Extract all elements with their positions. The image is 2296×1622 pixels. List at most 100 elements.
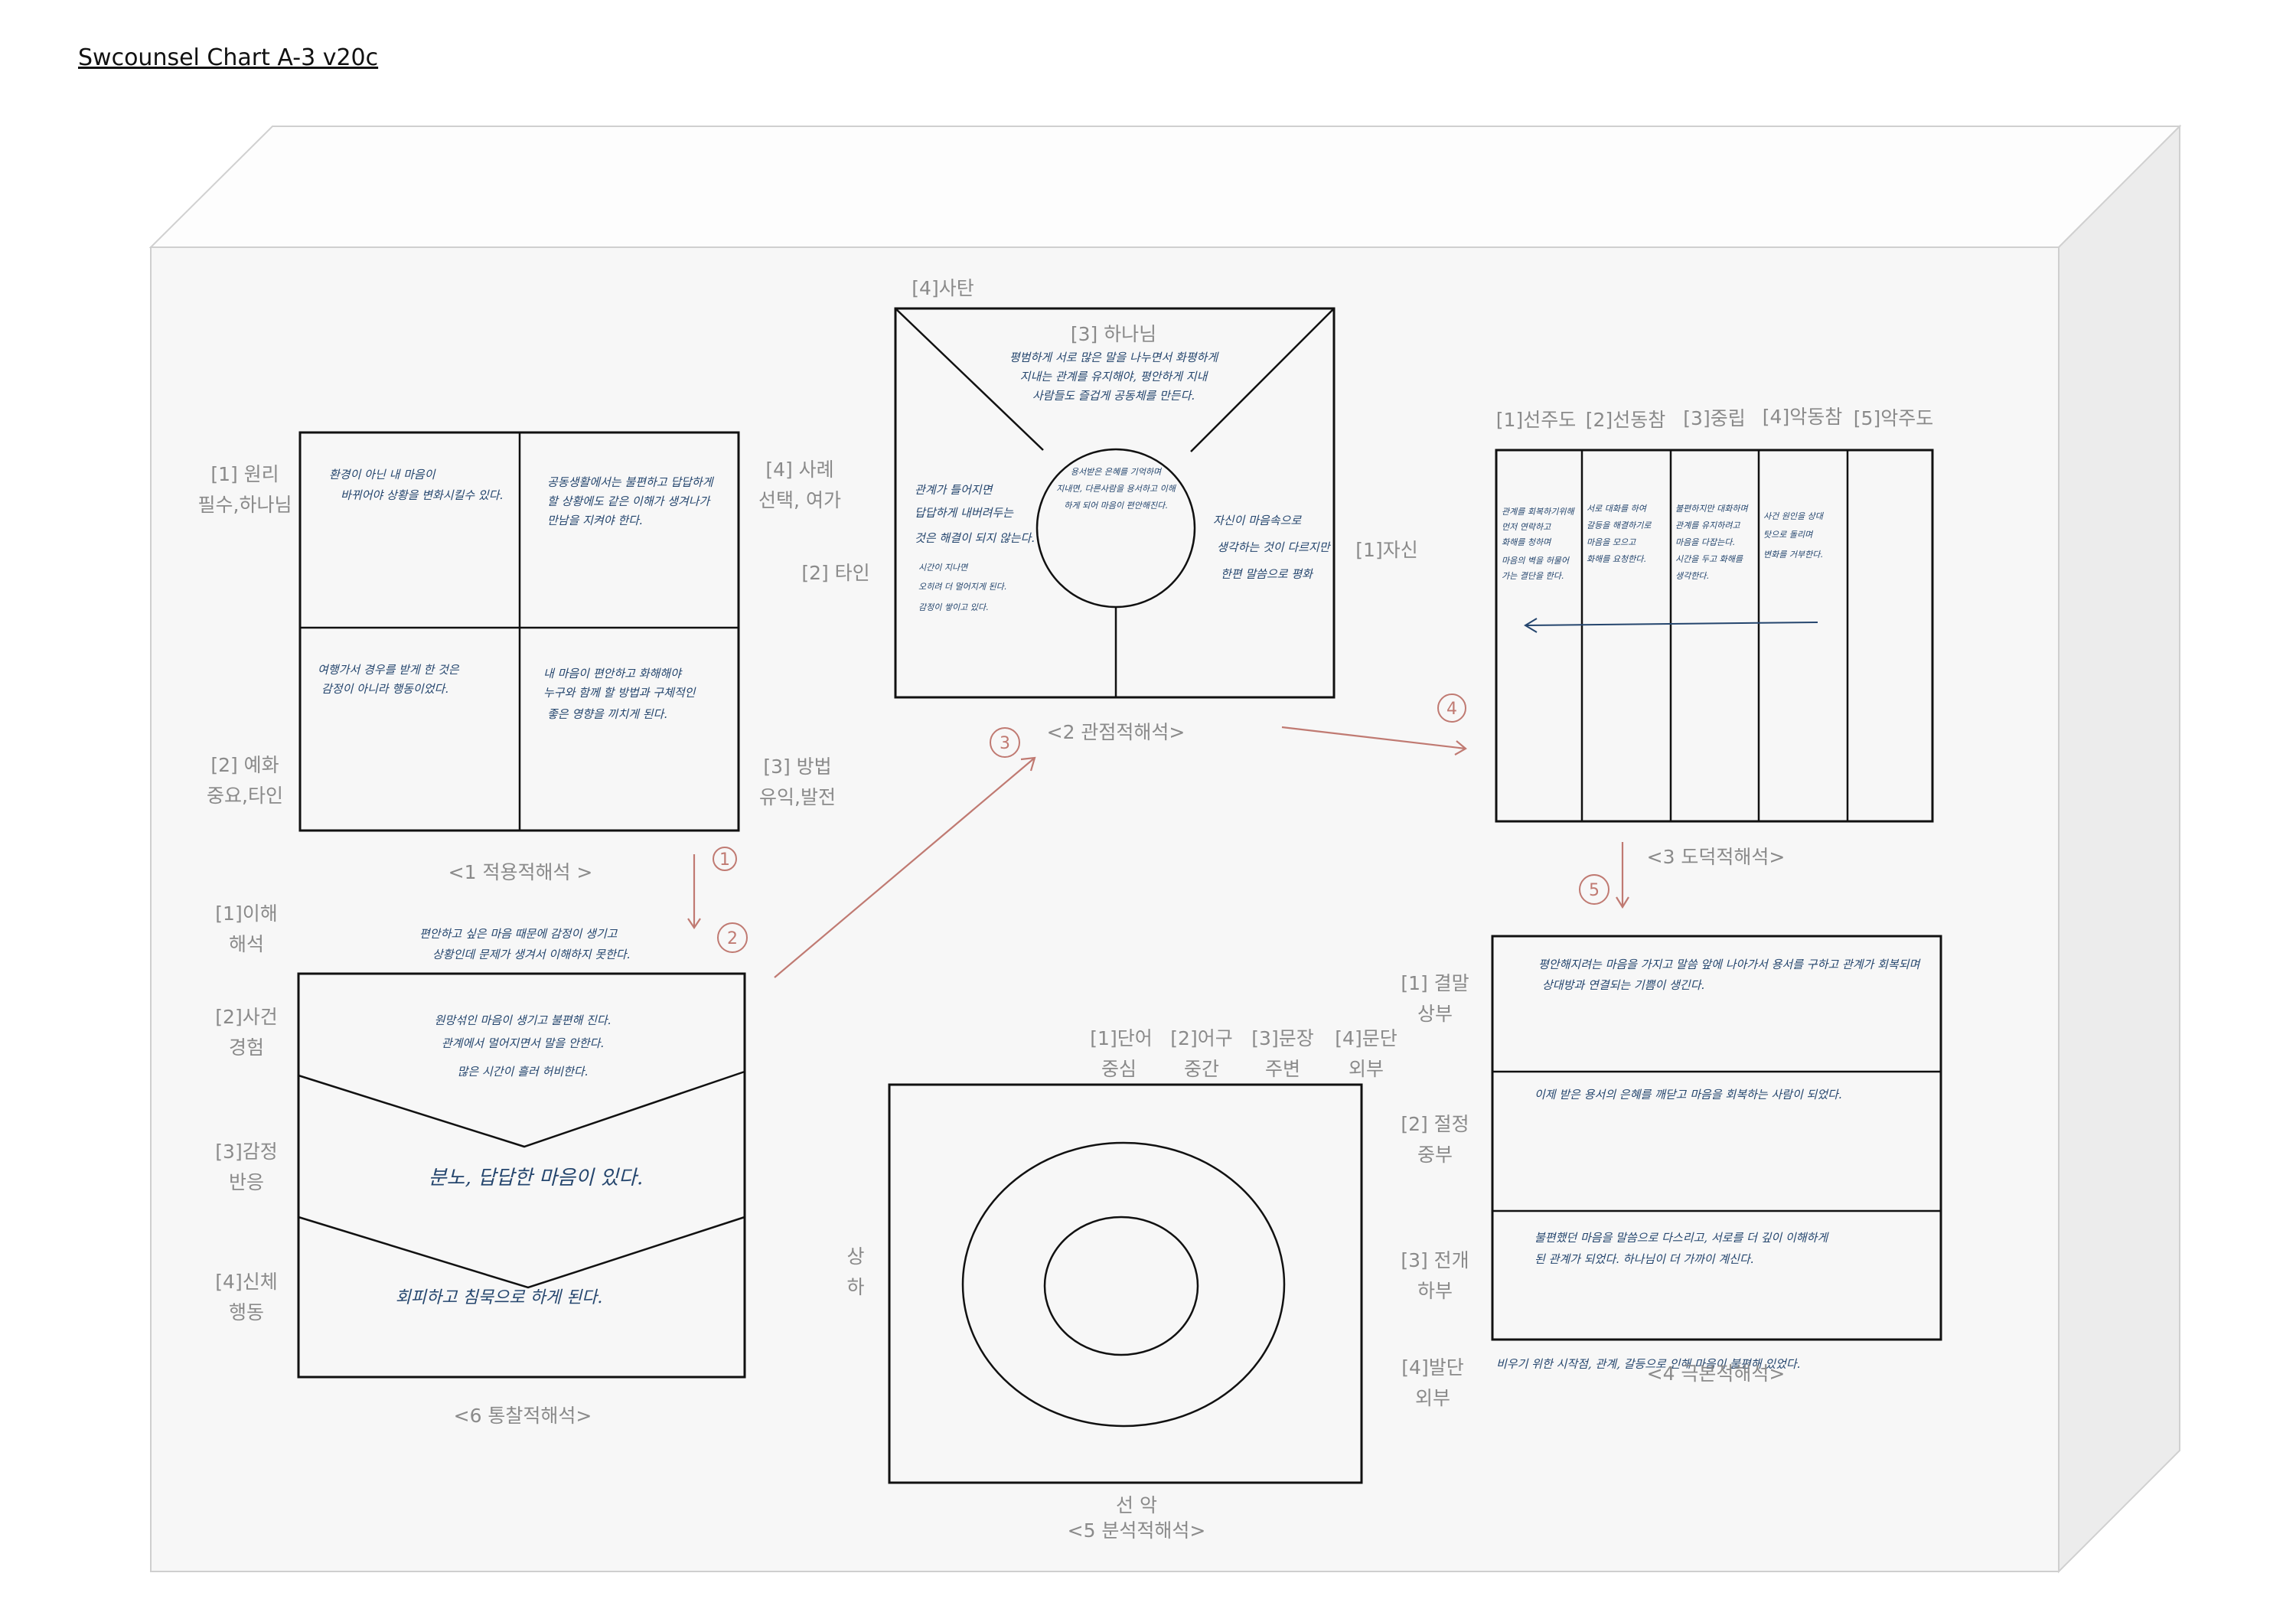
flow-arrow-3-to-4-head xyxy=(1616,896,1629,909)
applied-note-q4-line3: 좋은 영향을 끼치게 된다. xyxy=(547,707,667,721)
moral-col1-line3: 화해를 청하며 xyxy=(1502,537,1552,547)
perspective-left-note-line2: 답답하게 내버려두는 xyxy=(915,506,1014,520)
flow-arrow-6-to-2 xyxy=(774,757,1035,978)
insight-label-event: [2]사건 xyxy=(215,1006,277,1028)
insight-caption: <6 통찰적해석> xyxy=(454,1405,592,1427)
script-note-ending-line2: 상대방과 연결되는 기쁨이 생긴다. xyxy=(1542,978,1704,992)
moral-header-3: [3]중립 xyxy=(1683,407,1745,429)
step-marker-5-circle xyxy=(1579,874,1609,905)
script-label-ending: [1] 결말 xyxy=(1401,972,1469,994)
analytic-header-paragraph: [4]문단 xyxy=(1335,1027,1397,1049)
moral-col4-line3: 변화를 거부한다. xyxy=(1763,550,1823,560)
insight-label-body: [4]신체 xyxy=(215,1271,277,1293)
panel-3d xyxy=(148,124,2182,1574)
step-marker-4-circle xyxy=(1437,694,1466,723)
applied-note-q2-line3: 만남을 지켜야 한다. xyxy=(547,514,643,527)
step-marker-1-circle xyxy=(713,847,737,871)
section-applied-interpretation: [1] 원리 필수,하나님 [2] 예화 중요,타인 [3] 방법 유익,발전 … xyxy=(198,431,841,883)
moral-arrow-head xyxy=(1524,618,1538,633)
script-note-climax-line1: 이제 받은 용서의 은혜를 깨닫고 마음을 회복하는 사람이 되었다. xyxy=(1534,1088,1842,1101)
moral-caption: <3 도덕적해석> xyxy=(1647,846,1786,868)
applied-note-q2-line2: 할 상황에도 같은 이해가 생겨나가 xyxy=(547,494,711,508)
insight-label-emotion: [3]감정 xyxy=(215,1141,277,1163)
moral-col1-line4: 마음의 벽을 허물어 xyxy=(1502,556,1570,566)
section-analytic-interpretation: [1]단어 중심 [2]어구 중간 [3]문장 주변 [4]문단 외부 상 하 … xyxy=(846,1027,1397,1542)
section-moral-interpretation: [1]선주도 [2]선동참 [3]중립 [4]악동참 [5]악주도 관계를 회복… xyxy=(1495,406,1934,868)
perspective-diag-right xyxy=(1190,308,1335,452)
script-box xyxy=(1491,935,1942,1341)
moral-col2-line4: 화해를 요청한다. xyxy=(1587,554,1646,564)
perspective-left-note-line5: 오히려 더 멀어지게 된다. xyxy=(918,582,1006,592)
applied-note-q3-line2: 감정이 아니라 행동이었다. xyxy=(321,682,448,696)
insight-label-event-sub: 경험 xyxy=(229,1036,264,1059)
analytic-caption: <5 분석적해석> xyxy=(1068,1519,1206,1542)
analytic-header-phrase-sub: 중간 xyxy=(1184,1058,1219,1080)
flow-arrow-1-to-6-head xyxy=(687,918,701,929)
script-label-climax-sub: 중부 xyxy=(1417,1144,1453,1166)
moral-box xyxy=(1495,449,1934,823)
section-insight-interpretation: [1]이해 해석 [2]사건 경험 [3]감정 반응 [4]신체 행동 편안하고… xyxy=(215,902,746,1427)
moral-col1-line5: 가는 결단을 한다. xyxy=(1502,571,1564,581)
panel-side-face xyxy=(2058,124,2180,1574)
step-marker-5: 5 xyxy=(1589,881,1600,900)
moral-col4-line2: 탓으로 돌리며 xyxy=(1763,530,1814,540)
script-label-climax: [2] 절정 xyxy=(1401,1113,1469,1135)
perspective-right-note-line2: 생각하는 것이 다르지만 xyxy=(1217,540,1332,554)
script-note-development-line1: 불편했던 마음을 말씀으로 다스리고, 서로를 더 깊이 이해하게 xyxy=(1534,1231,1829,1245)
perspective-label-satan: [4]사탄 xyxy=(912,277,974,299)
moral-col2-line3: 마음을 모으고 xyxy=(1587,537,1636,547)
perspective-left-note-line1: 관계가 틀어지면 xyxy=(915,483,994,497)
perspective-circle-note-line1: 용서받은 은혜를 기억하며 xyxy=(1071,467,1163,477)
script-label-ending-sub: 상부 xyxy=(1417,1003,1453,1025)
moral-col2-line1: 서로 대화를 하여 xyxy=(1587,504,1648,514)
applied-note-q2-line1: 공동생활에서는 불편하고 답답하게 xyxy=(547,475,715,489)
analytic-header-sentence-sub: 주변 xyxy=(1265,1058,1300,1080)
moral-header-4: [4]악동참 xyxy=(1763,406,1842,428)
perspective-circle xyxy=(1035,448,1196,609)
panel-top-face xyxy=(148,126,2182,248)
analytic-inner-ring xyxy=(1043,1216,1199,1356)
perspective-box xyxy=(894,307,1336,699)
applied-note-q4-line2: 누구와 함께 할 방법과 구체적인 xyxy=(543,686,696,700)
applied-label-case: [4] 사례 xyxy=(765,459,833,481)
moral-col2-line2: 갈등을 해결하기로 xyxy=(1587,521,1652,530)
applied-label-example-sub: 중요,타인 xyxy=(207,785,283,807)
perspective-right-note-line1: 자신이 마음속으로 xyxy=(1213,514,1302,527)
perspective-label-self: [1]자신 xyxy=(1355,539,1417,561)
perspective-label-others: [2] 타인 xyxy=(801,562,869,584)
analytic-bottom-good-evil: 선 악 xyxy=(1116,1494,1157,1516)
moral-col3-line3: 마음을 다잡는다. xyxy=(1675,537,1735,547)
script-label-opening: [4]발단 xyxy=(1401,1356,1463,1379)
perspective-top-note-line3: 사람들도 즐겁게 공동체를 만든다. xyxy=(1032,389,1195,403)
moral-col3-line5: 생각한다. xyxy=(1675,571,1709,581)
step-markers: 1 2 3 4 5 xyxy=(713,694,1609,953)
perspective-left-note-line4: 시간이 지나면 xyxy=(918,563,969,573)
script-label-development: [3] 전개 xyxy=(1401,1249,1469,1271)
insight-chevron-1 xyxy=(298,1070,745,1148)
script-label-opening-sub: 외부 xyxy=(1415,1387,1450,1409)
perspective-caption: <2 관점적해석> xyxy=(1047,721,1186,743)
applied-note-q1-line1: 환경이 아닌 내 마음이 xyxy=(329,468,436,481)
perspective-diag-left xyxy=(895,308,1044,451)
step-marker-1: 1 xyxy=(719,850,730,870)
section-script-interpretation: [1] 결말 상부 [2] 절정 중부 [3] 전개 하부 [4]발단 외부 평… xyxy=(1401,935,1942,1409)
insight-event-line1: 원망섞인 마음이 생기고 불편해 진다. xyxy=(435,1013,612,1027)
analytic-left-lower: 하 xyxy=(846,1276,864,1298)
step-marker-3: 3 xyxy=(1000,734,1010,753)
analytic-left-upper: 상 xyxy=(846,1245,864,1268)
analytic-header-word: [1]단어 xyxy=(1090,1027,1152,1049)
analytic-box xyxy=(888,1083,1363,1484)
insight-label-emotion-sub: 반응 xyxy=(229,1171,264,1193)
analytic-header-sentence: [3]문장 xyxy=(1251,1027,1313,1049)
perspective-left-note-line3: 것은 해결이 되지 않는다. xyxy=(915,531,1035,545)
analytic-header-phrase: [2]어구 xyxy=(1170,1027,1232,1049)
applied-label-principle-sub: 필수,하나님 xyxy=(198,494,292,516)
step-marker-3-circle xyxy=(990,727,1020,758)
moral-col4-line1: 사건 원인을 상대 xyxy=(1763,511,1825,521)
insight-event-line3: 많은 시간이 흘러 허비한다. xyxy=(458,1065,589,1079)
insight-above-line2: 상황인데 문제가 생겨서 이해하지 못한다. xyxy=(432,948,630,961)
insight-event-line2: 관계에서 멀어지면서 말을 안한다. xyxy=(442,1036,604,1050)
analytic-outer-ring xyxy=(961,1141,1286,1428)
moral-header-1: [1]선주도 xyxy=(1496,409,1576,431)
